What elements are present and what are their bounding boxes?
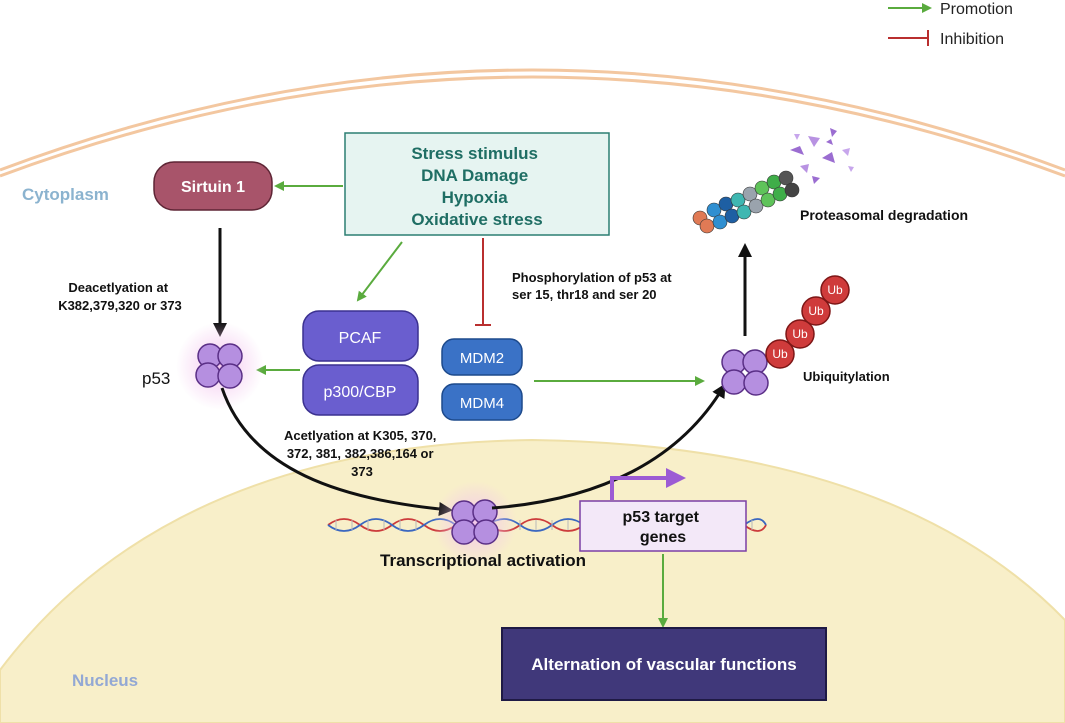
legend: Promotion Inhibition [888, 1, 1013, 48]
stress-stimulus-text: Stress stimulus DNA Damage Hypoxia Oxida… [411, 144, 542, 229]
ub-1 [765, 339, 795, 369]
vascular-functions-box [501, 627, 827, 701]
sirtuin-1-label: Sirtuin 1 [181, 179, 245, 196]
sirtuin-1-node [153, 161, 273, 211]
mdm2-label: MDM2 [460, 350, 504, 367]
cell-membrane [0, 68, 1065, 178]
nucleus-to-ubiquitylation-arrow [491, 383, 726, 510]
mdm2-node [441, 338, 523, 376]
ub-3 [801, 296, 831, 326]
target-genes-box [579, 500, 747, 552]
cytoplasm-label: Cytoplasm [22, 185, 109, 204]
pcaf-node [302, 310, 419, 362]
svg-text:Ub: Ub [827, 283, 843, 297]
stress-inhibits-mdm2 [475, 238, 491, 326]
p300-cbp-label: p300/CBP [324, 384, 397, 401]
acetylation-text: Acetlyation at K305, 370, 372, 381, 382,… [284, 428, 440, 479]
svg-text:Ub: Ub [792, 327, 808, 341]
svg-text:Ub: Ub [772, 347, 788, 361]
degradation-fragments [790, 128, 854, 184]
stress-stimulus-box [344, 132, 610, 236]
proteasome-icon [692, 170, 800, 234]
promotion-legend-label: Promotion [940, 1, 1013, 18]
nucleus-label: Nucleus [72, 671, 138, 690]
p53-tetramer [195, 343, 243, 389]
deacetylation-text: Deacetlyation at K382,379,320 or 373 [58, 280, 182, 313]
target-genes-label: p53 target genes [623, 509, 704, 546]
stress-to-pcaf-arrow [356, 241, 403, 302]
vascular-functions-label: Alternation of vascular functions [531, 655, 796, 674]
ubiquitylated-p53: Ub Ub Ub Ub [721, 275, 850, 396]
p53-glow [176, 322, 264, 410]
p53-to-nucleus-arrow [220, 387, 453, 516]
mdm4-label: MDM4 [460, 395, 504, 412]
p300-cbp-node [302, 364, 419, 416]
ubiquitylation-label: Ubiquitylation [803, 369, 890, 384]
phosphorylation-text: Phosphorylation of p53 at ser 15, thr18 … [512, 270, 675, 302]
proteasomal-degradation-label: Proteasomal degradation [800, 207, 968, 223]
p53-nucleus-tetramer [451, 499, 499, 545]
p53-label: p53 [142, 369, 170, 388]
ub-4 [820, 275, 850, 305]
ub-2 [785, 319, 815, 349]
mdm4-node [441, 383, 523, 421]
svg-text:Ub: Ub [808, 304, 824, 318]
transcription-start-icon [610, 468, 686, 500]
inhibition-legend-label: Inhibition [940, 31, 1004, 48]
p53-nucleus-glow [433, 481, 517, 565]
pcaf-label: PCAF [339, 330, 382, 347]
transcriptional-activation-label: Transcriptional activation [380, 551, 586, 570]
